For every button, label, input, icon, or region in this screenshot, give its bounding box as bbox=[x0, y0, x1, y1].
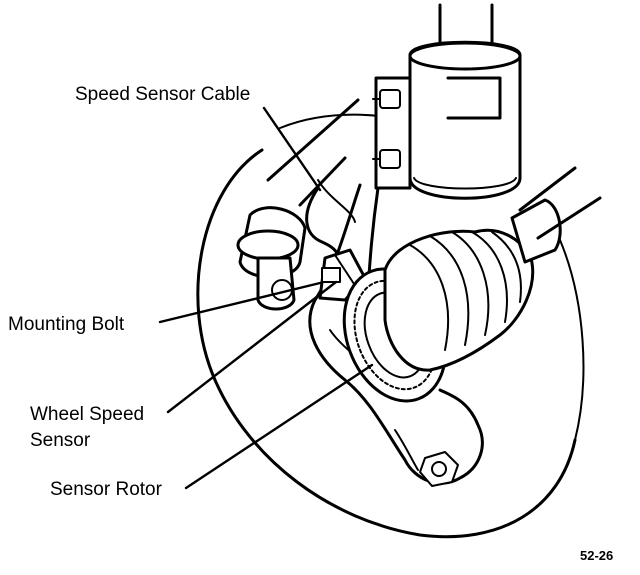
leader-sensor-rotor bbox=[184, 363, 374, 490]
label-wheel-speed-sensor-line1: Wheel Speed bbox=[30, 404, 144, 425]
drive-axle-shaft bbox=[510, 166, 602, 264]
figure-number: 52-26 bbox=[580, 548, 613, 563]
leader-lines bbox=[158, 106, 374, 490]
leader-wheel-speed-sensor bbox=[166, 280, 338, 414]
label-sensor-rotor: Sensor Rotor bbox=[50, 479, 163, 500]
leader-speed-sensor-cable bbox=[262, 106, 322, 192]
label-wheel-speed-sensor-line2: Sensor bbox=[30, 430, 91, 451]
leader-mounting-bolt bbox=[158, 281, 322, 324]
tie-rod-link bbox=[236, 98, 360, 311]
knuckle-lower-nut bbox=[419, 451, 459, 487]
cv-boot bbox=[383, 228, 535, 372]
strut-assembly bbox=[372, 3, 522, 200]
label-speed-sensor-cable: Speed Sensor Cable bbox=[75, 84, 250, 105]
strut-lower-bolt bbox=[372, 149, 401, 169]
strut-upper-bolt bbox=[372, 89, 401, 109]
label-mounting-bolt: Mounting Bolt bbox=[8, 314, 125, 335]
